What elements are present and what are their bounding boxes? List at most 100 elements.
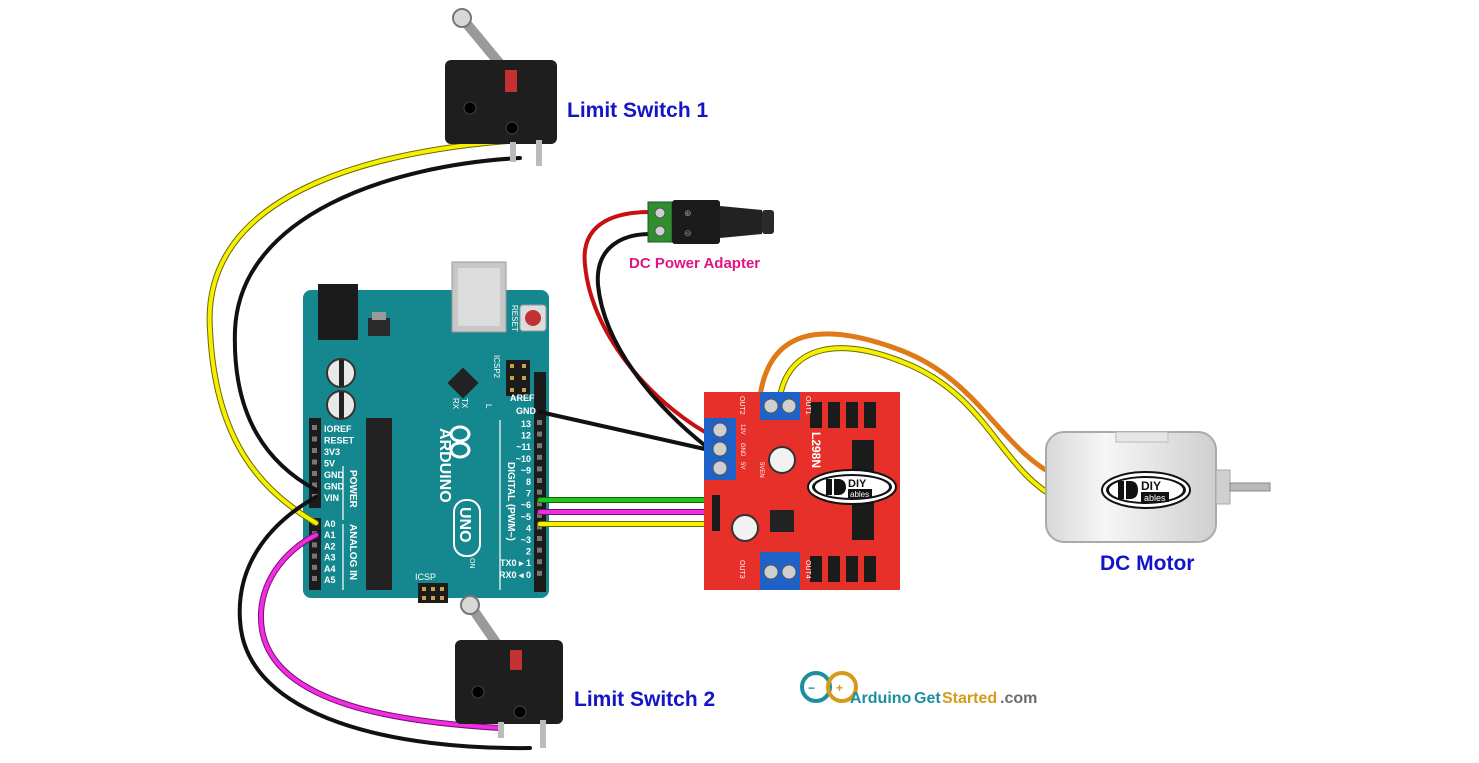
pin-label: ~11 [516,442,531,452]
pin-hole [537,559,542,565]
pin-hole [312,471,317,476]
pin-hole [312,448,317,453]
arduino-uno-board: RESET ICSP2 TX RX L ARDUINO U [303,261,549,603]
pin-label: 13 [521,419,531,429]
pin-hole [537,501,542,507]
arduino-brand: ARDUINO [436,428,453,503]
icsp-label: ICSP [415,572,436,582]
pin-label: ~6 [521,500,531,510]
l298n-driver-board: L298N OUT2 OUT1 OUT3 OUT4 12V GND 5V 5VE… [704,392,900,590]
power-header-label: POWER [347,470,358,509]
pin-hole [537,443,542,449]
wire-black-switch2 [237,495,532,751]
wires [206,137,1063,751]
gnd-top-label: GND [516,406,537,416]
pin-hole [312,436,317,442]
pin-label: A2 [324,541,336,551]
pin-label: GND [324,482,345,492]
svg-text:⊖: ⊖ [684,228,692,238]
ven-label: 5VEN [758,462,764,478]
out1-label: OUT1 [804,396,811,415]
pin-label: 4 [526,523,531,533]
limit-switch-1 [445,8,557,166]
v12-label: 12V [739,424,745,435]
svg-text:−: − [808,681,815,695]
pin-hole [537,420,542,425]
pin-hole [537,536,542,541]
reset-label: RESET [510,305,519,332]
pin-hole [312,425,317,430]
wire-black-switch1 [232,156,522,492]
on-led-label: ON [468,558,475,569]
pin-label: VIN [324,493,339,503]
pin-hole [312,564,317,570]
footer-brand-com: .com [1000,690,1037,707]
pin-label: TX0 ▸ 1 [500,558,531,568]
pin-hole [312,553,317,559]
pin-label: 12 [521,431,531,441]
driver-brand-sub: ables [850,490,869,499]
pin-hole [537,570,542,576]
pin-hole [537,547,542,553]
digital-header-label: DIGITAL (PWM~) [505,462,516,541]
dc-motor-label: DC Motor [1100,552,1195,575]
footer-brand-started: Started [942,690,997,707]
icsp2-label: ICSP2 [492,355,501,379]
pin-hole [312,459,317,465]
pin-hole [312,542,317,548]
pin-hole [537,431,542,437]
footer-brand-arduino: Arduino [850,690,912,707]
pin-hole [312,482,317,488]
driver-gnd-label: GND [739,443,745,457]
pin-label: 3V3 [324,447,340,457]
limit-switch-2-label: Limit Switch 2 [574,688,716,711]
svg-text:+: + [836,681,843,695]
arduinogetstarted-logo: − + Arduino Get Started .com [800,671,1037,707]
pin-label: A1 [324,530,336,540]
limit-switch-2 [455,595,563,748]
aref-label: AREF [510,393,535,403]
pin-label: ~9 [521,465,531,475]
out3-label: OUT3 [738,560,745,579]
arduino-infinity-logo [449,425,471,459]
uno-logo: UNO [456,507,473,543]
l-led-label: L [484,404,493,409]
rx-label: RX [451,398,460,410]
pin-hole [312,576,317,581]
motor-brand-sub: ables [1144,493,1166,503]
pin-label: ~5 [521,512,531,522]
wire-black-power [595,232,718,456]
barrel-jack [318,284,358,340]
pin-hole [537,454,542,460]
pin-label: GND [324,470,345,480]
wire-black-gnd [538,410,720,454]
pin-hole [537,478,542,483]
pin-label: RESET [324,436,355,446]
pin-hole [537,466,542,472]
wire-orange-motor [757,331,1063,481]
pin-label: IOREF [324,424,352,434]
out4-label: OUT4 [804,560,811,579]
footer-brand-get: Get [914,690,941,707]
svg-text:⊕: ⊕ [684,208,692,218]
dc-power-adapter-label: DC Power Adapter [629,255,761,272]
pin-label: RX0 ◂ 0 [499,570,531,580]
atmega-chip [366,418,392,590]
pin-label: A4 [324,564,336,574]
v5-label: 5V [739,462,745,469]
pin-label: 5V [324,459,335,469]
analog-header-label: ANALOG IN [347,524,358,580]
pin-label: ~10 [516,454,531,464]
wire-red-power [582,210,718,440]
driver-brand-main: DIY [848,478,867,490]
l298n-chip-label: L298N [809,432,823,468]
pin-label: A3 [324,553,336,563]
pin-hole [537,512,542,518]
tx-label: TX [460,398,469,409]
out2-label: OUT2 [738,396,745,415]
pin-label: 8 [526,477,531,487]
pin-hole [537,489,542,495]
